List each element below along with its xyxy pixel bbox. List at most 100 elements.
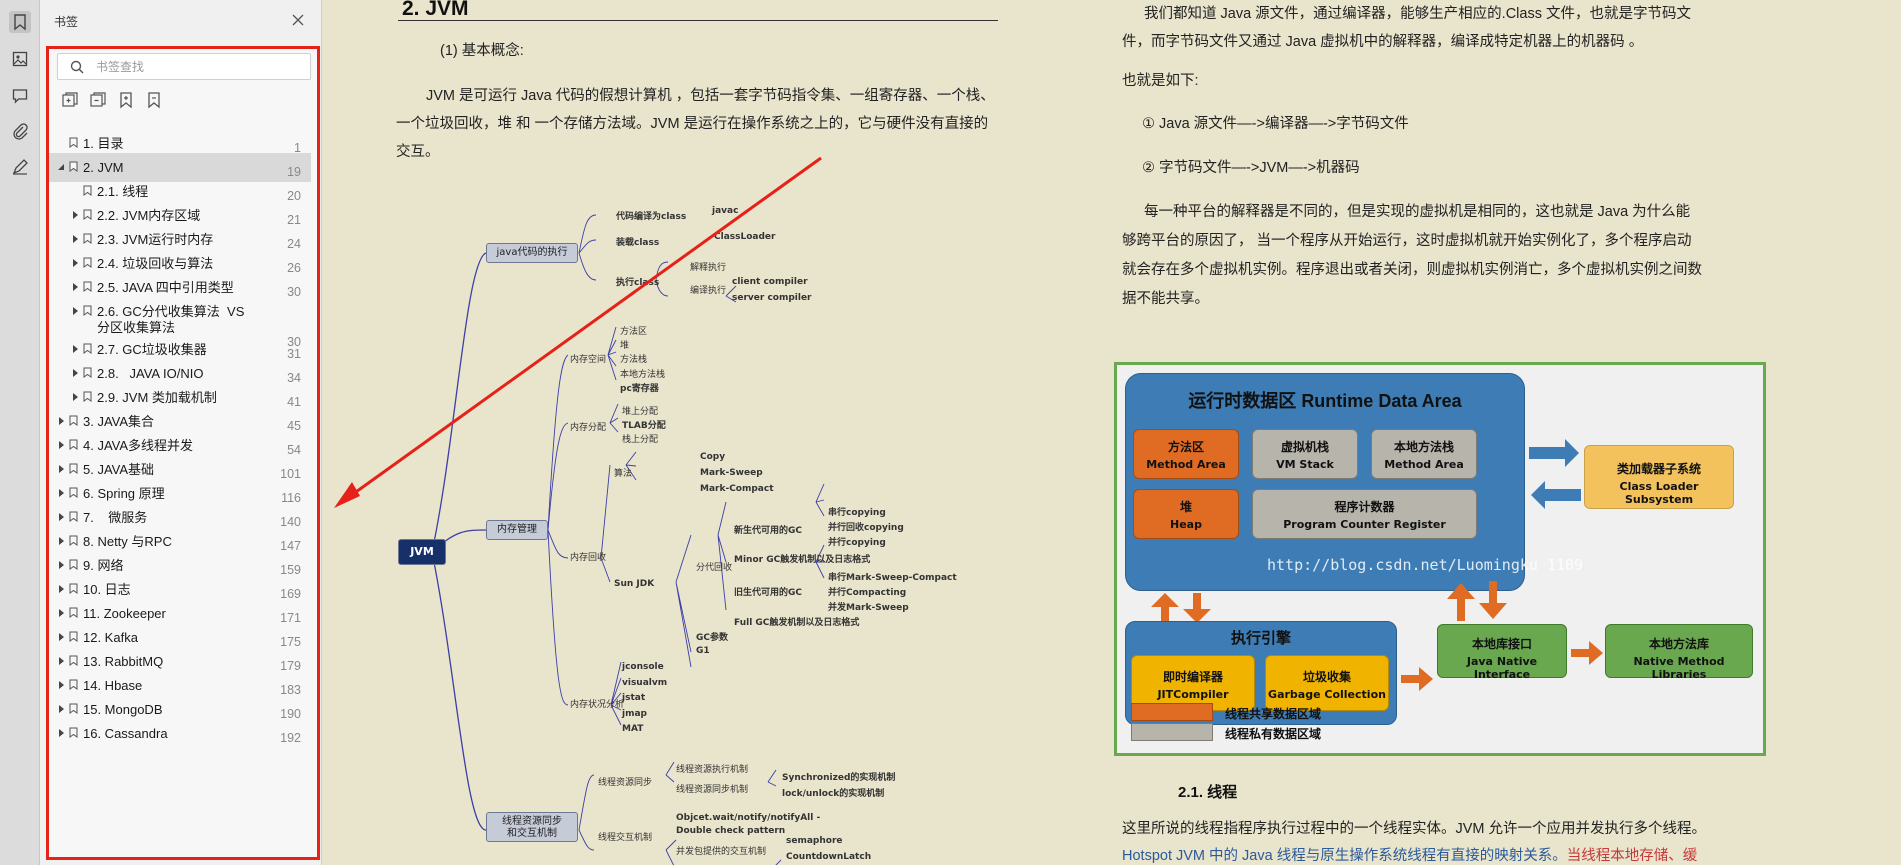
engine-title: 执行引擎: [1230, 630, 1291, 647]
collapsed-triangle-icon[interactable]: [57, 584, 65, 594]
bookmark-icon[interactable]: [9, 11, 31, 33]
collapsed-triangle-icon[interactable]: [71, 282, 79, 292]
collapsed-triangle-icon[interactable]: [57, 416, 65, 426]
collapsed-triangle-icon[interactable]: [57, 512, 65, 522]
collapsed-triangle-icon[interactable]: [71, 392, 79, 402]
bookmark-label: 8. Netty 与RPC: [83, 534, 172, 549]
mindmap-label: 堆: [620, 341, 630, 351]
collapsed-triangle-icon[interactable]: [71, 368, 79, 378]
rda-container: [1125, 373, 1525, 591]
left-toolbar: [0, 0, 40, 865]
bookmark-icon: [69, 511, 78, 522]
bookmark-label: 11. Zookeeper: [83, 606, 166, 621]
collapsed-triangle-icon[interactable]: [57, 704, 65, 714]
collapsed-triangle-icon[interactable]: [71, 344, 79, 354]
collapse-all-icon[interactable]: [89, 91, 107, 109]
bookmark-label: 13. RabbitMQ: [83, 654, 164, 669]
bookmark-icon: [69, 679, 78, 690]
search-input[interactable]: [96, 58, 296, 76]
collapsed-triangle-icon[interactable]: [71, 306, 79, 316]
close-icon[interactable]: [290, 12, 306, 28]
collapsed-triangle-icon[interactable]: [57, 656, 65, 666]
attachment-icon[interactable]: [9, 120, 31, 142]
hotspot-line: Hotspot JVM 中的 Java 线程与原生操作系统线程有直接的映射关系。…: [1122, 848, 1698, 864]
collapsed-triangle-icon[interactable]: [57, 680, 65, 690]
collapsed-triangle-icon[interactable]: [71, 234, 79, 244]
collapsed-triangle-icon[interactable]: [57, 440, 65, 450]
mindmap-root: JVM: [398, 539, 446, 565]
legend-shared-swatch: [1131, 703, 1213, 721]
delete-bookmark-icon[interactable]: [145, 91, 163, 109]
collapsed-triangle-icon[interactable]: [71, 210, 79, 220]
bookmark-page-number: 30: [287, 285, 301, 299]
expanded-triangle-icon[interactable]: [57, 162, 65, 172]
bookmark-page-number: 192: [280, 731, 301, 745]
collapsed-triangle-icon[interactable]: [57, 608, 65, 618]
bookmark-label: 9. 网络: [83, 558, 124, 573]
bookmark-page-number: 116: [281, 491, 301, 505]
document-view[interactable]: 2. JVM (1) 基本概念: JVM 是可运行 Java 代码的假想计算机 …: [322, 0, 1901, 865]
bookmark-label: 5. JAVA基础: [83, 462, 155, 477]
bookmark-page-number: 147: [280, 539, 301, 553]
signature-icon[interactable]: [9, 156, 31, 178]
mindmap-label: TLAB分配: [622, 421, 666, 431]
collapsed-triangle-icon[interactable]: [57, 560, 65, 570]
add-bookmark-icon[interactable]: [117, 91, 135, 109]
mindmap-node-memory: 内存管理: [486, 520, 548, 540]
mindmap-label: javac: [712, 206, 739, 216]
collapsed-triangle-icon[interactable]: [71, 258, 79, 268]
bookmark-icon: [69, 607, 78, 618]
collapsed-triangle-icon[interactable]: [57, 632, 65, 642]
bookmark-icon: [69, 655, 78, 666]
bookmark-icon: [69, 727, 78, 738]
bookmark-label: 10. 日志: [83, 582, 131, 597]
mindmap-label: MAT: [622, 724, 644, 734]
mindmap-label: Full GC触发机制以及日志格式: [734, 618, 860, 628]
collapsed-triangle-icon[interactable]: [57, 536, 65, 546]
collapsed-triangle-icon[interactable]: [57, 728, 65, 738]
mindmap-label: semaphore: [786, 836, 843, 846]
expand-all-icon[interactable]: [61, 91, 79, 109]
bookmark-page-number: 24: [287, 237, 301, 251]
bookmark-icon: [69, 583, 78, 594]
collapsed-triangle-icon[interactable]: [57, 488, 65, 498]
mindmap-label: 内存分配: [570, 423, 607, 433]
thumbnail-icon[interactable]: [9, 48, 31, 70]
bookmark-label: 7. 微服务: [83, 510, 148, 525]
collapsed-triangle-icon[interactable]: [57, 464, 65, 474]
bookmark-item[interactable]: 8. Netty 与RPC 147: [49, 527, 311, 556]
mindmap-label: Sun JDK: [614, 579, 655, 589]
comment-icon[interactable]: [9, 85, 31, 107]
bookmark-icon: [69, 535, 78, 546]
mindmap-label: 内存回收: [570, 553, 607, 563]
bookmark-label: 2.7. GC垃圾收集器: [97, 342, 207, 357]
bookmark-label: 2.2. JVM内存区域: [97, 208, 201, 223]
